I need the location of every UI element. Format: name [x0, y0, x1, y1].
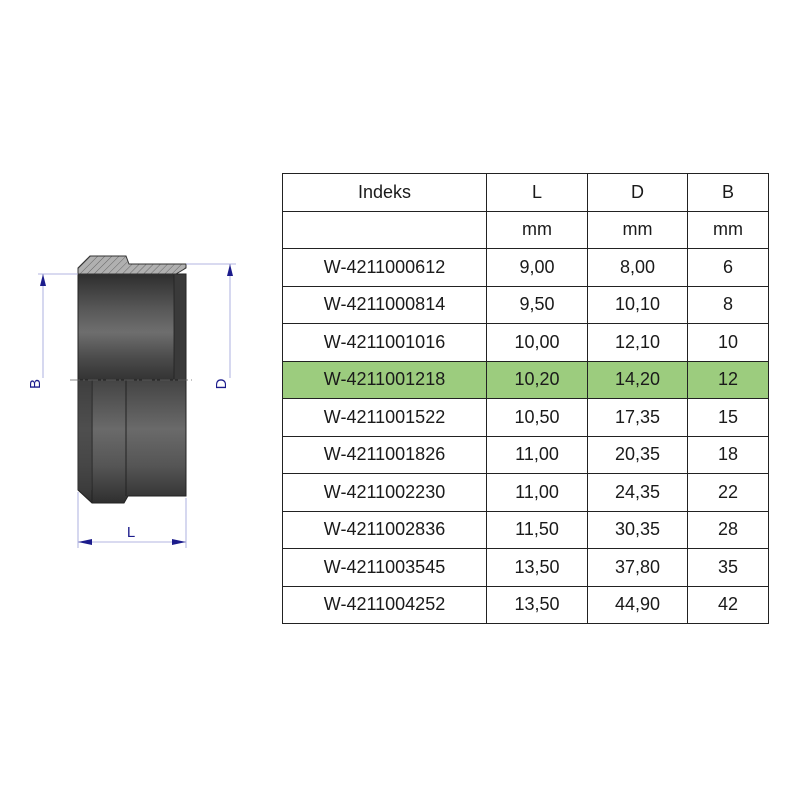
cell-d: 30,35 [587, 510, 688, 549]
header-d: D [587, 173, 688, 212]
table-row: W-4211002230 11,00 24,35 22 [282, 473, 769, 512]
cell-d: 10,10 [587, 285, 688, 324]
unit-indeks [282, 210, 487, 249]
table-row: W-4211004252 13,50 44,90 42 [282, 585, 769, 624]
fitting-technical-drawing: B D L [27, 255, 236, 548]
cell-b: 6 [687, 248, 769, 287]
cell-l: 11,00 [486, 435, 588, 474]
table-row: W-4211001016 10,00 12,10 10 [282, 323, 769, 362]
cell-indeks: W-4211000814 [282, 285, 487, 324]
cell-b: 42 [687, 585, 769, 624]
header-row: Indeks L D B [282, 173, 769, 212]
cell-b: 22 [687, 473, 769, 512]
cell-d: 17,35 [587, 398, 688, 437]
table-row-highlighted: W-4211001218 10,20 14,20 12 [282, 360, 769, 399]
dimension-d [186, 263, 236, 378]
table-row: W-4211000612 9,00 8,00 6 [282, 248, 769, 287]
cell-l: 13,50 [486, 548, 588, 587]
cell-b: 8 [687, 285, 769, 324]
cell-indeks: W-4211002230 [282, 473, 487, 512]
table-row: W-4211003545 13,50 37,80 35 [282, 548, 769, 587]
cell-b: 28 [687, 510, 769, 549]
dimension-label-b: B [27, 379, 44, 389]
cell-l: 9,50 [486, 285, 588, 324]
cell-d: 24,35 [587, 473, 688, 512]
dimension-label-d: D [213, 378, 230, 389]
cell-l: 10,00 [486, 323, 588, 362]
cell-d: 14,20 [587, 360, 688, 399]
cell-l: 10,20 [486, 360, 588, 399]
dimensions-table: Indeks L D B mm mm mm W-4211000612 9,00 … [282, 173, 769, 624]
upper-section [77, 255, 187, 381]
unit-l: mm [486, 210, 588, 249]
table-row: W-4211001826 11,00 20,35 18 [282, 435, 769, 474]
cell-indeks: W-4211002836 [282, 510, 487, 549]
unit-d: mm [587, 210, 688, 249]
cell-b: 35 [687, 548, 769, 587]
cell-l: 9,00 [486, 248, 588, 287]
header-indeks: Indeks [282, 173, 487, 212]
cell-indeks: W-4211001218 [282, 360, 487, 399]
cell-b: 18 [687, 435, 769, 474]
cell-indeks: W-4211001016 [282, 323, 487, 362]
cell-d: 44,90 [587, 585, 688, 624]
header-b: B [687, 173, 769, 212]
cell-b: 15 [687, 398, 769, 437]
cell-indeks: W-4211001522 [282, 398, 487, 437]
cell-indeks: W-4211001826 [282, 435, 487, 474]
dimension-label-l: L [127, 524, 135, 541]
cell-l: 11,00 [486, 473, 588, 512]
cell-l: 10,50 [486, 398, 588, 437]
dimension-l [77, 492, 187, 548]
lower-section [77, 379, 187, 504]
cell-b: 12 [687, 360, 769, 399]
cell-indeks: W-4211000612 [282, 248, 487, 287]
cell-l: 11,50 [486, 510, 588, 549]
table-row: W-4211000814 9,50 10,10 8 [282, 285, 769, 324]
dimension-b [38, 273, 78, 378]
cell-d: 8,00 [587, 248, 688, 287]
table-row: W-4211002836 11,50 30,35 28 [282, 510, 769, 549]
table-row: W-4211001522 10,50 17,35 15 [282, 398, 769, 437]
cell-l: 13,50 [486, 585, 588, 624]
cell-d: 20,35 [587, 435, 688, 474]
cell-d: 12,10 [587, 323, 688, 362]
cell-indeks: W-4211003545 [282, 548, 487, 587]
cell-b: 10 [687, 323, 769, 362]
header-l: L [486, 173, 588, 212]
units-row: mm mm mm [282, 210, 769, 249]
cell-indeks: W-4211004252 [282, 585, 487, 624]
unit-b: mm [687, 210, 769, 249]
cell-d: 37,80 [587, 548, 688, 587]
